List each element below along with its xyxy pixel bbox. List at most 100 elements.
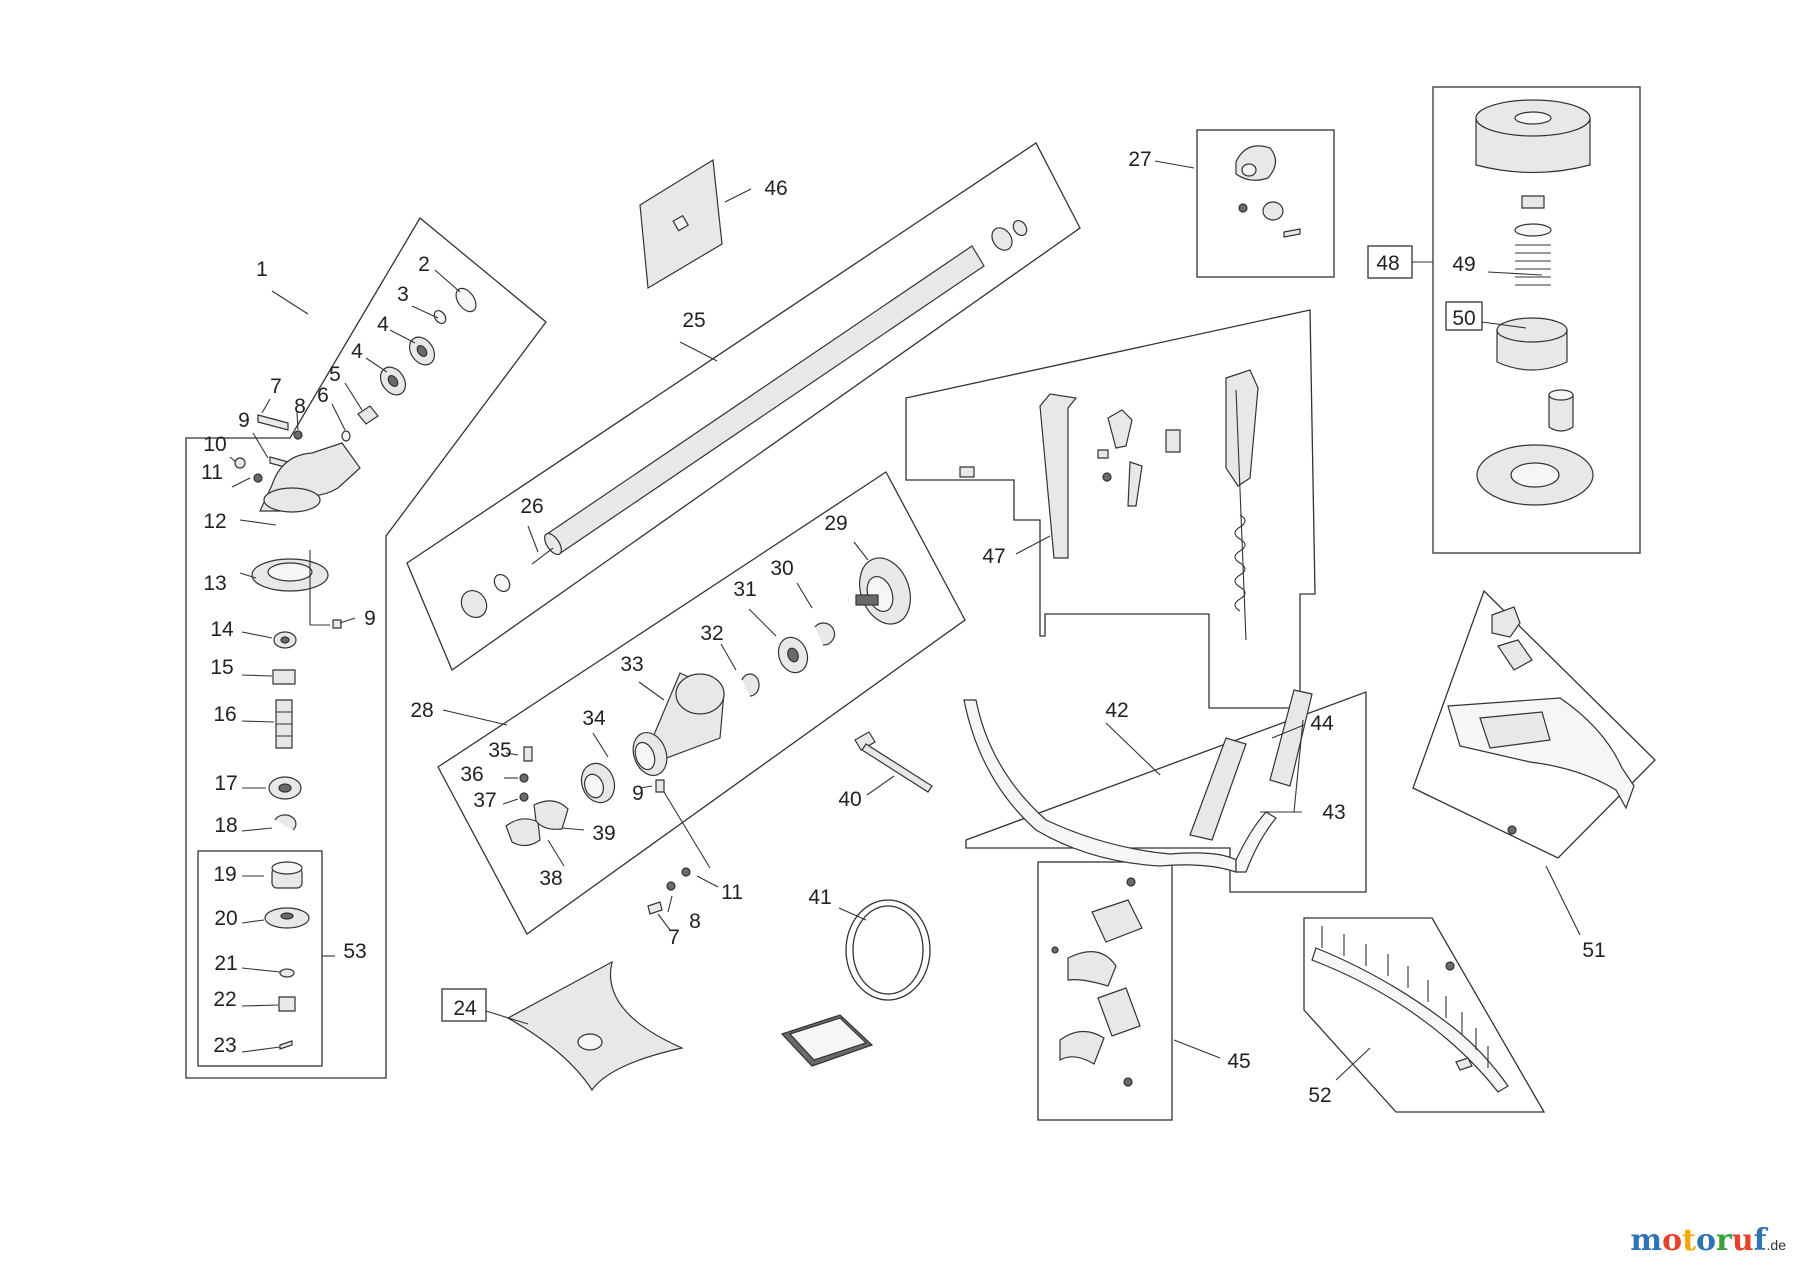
callout-number-46: 46 (764, 177, 787, 200)
group-outline-gearhead (185, 217, 547, 1079)
callout-number-14: 14 (210, 618, 234, 641)
callout-number-16: 16 (213, 703, 236, 726)
clutch-parts (505, 557, 911, 915)
callout-number-49: 49 (1452, 253, 1475, 276)
watermark-letter: o (1695, 1223, 1716, 1258)
cutting-blade (506, 960, 684, 1092)
callout-number-7: 7 (668, 926, 680, 949)
callout-number-10: 10 (203, 433, 226, 456)
callout-number-9: 9 (364, 607, 376, 630)
callout-number-24: 24 (453, 997, 477, 1020)
callout-number-29: 29 (824, 512, 847, 535)
watermark-letters: motoruf (1630, 1223, 1766, 1258)
watermark-letter: u (1731, 1223, 1754, 1258)
watermark-letter: f (1753, 1223, 1767, 1258)
callout-number-52: 52 (1308, 1084, 1331, 1107)
callout-number-33: 33 (620, 653, 643, 676)
callout-number-8: 8 (689, 910, 701, 933)
handle-clamp-parts (1051, 877, 1143, 1087)
callout-number-25: 25 (682, 309, 705, 332)
callout-number-43: 43 (1322, 801, 1345, 824)
callout-number-12: 12 (203, 510, 226, 533)
watermark-letter: o (1662, 1223, 1683, 1258)
callout-number-48: 48 (1376, 252, 1399, 275)
callout-number-45: 45 (1227, 1050, 1250, 1073)
group-outline-shaft-tube (406, 142, 1081, 671)
callout-number-31: 31 (733, 578, 756, 601)
callout-box-24 (441, 988, 487, 1022)
motoruf-watermark: motoruf.de (1630, 1223, 1786, 1258)
handlebar-parts (963, 689, 1313, 873)
leader-lines (229, 160, 1581, 1081)
callout-number-19: 19 (213, 863, 236, 886)
watermark-letter: r (1716, 1223, 1732, 1258)
group-outline-guard (1412, 589, 1656, 859)
group-outline-clutch (437, 471, 966, 935)
callout-number-11: 11 (721, 881, 743, 904)
group-outline-bracket (1196, 129, 1335, 278)
callout-number-2: 2 (418, 253, 430, 276)
callout-number-42: 42 (1105, 699, 1128, 722)
callout-number-47: 47 (982, 545, 1005, 568)
callout-number-34: 34 (582, 707, 606, 730)
callout-number-53: 53 (343, 940, 366, 963)
callout-number-28: 28 (410, 699, 433, 722)
trimmer-head-parts (1475, 99, 1594, 506)
callout-number-23: 23 (213, 1034, 236, 1057)
callout-number-22: 22 (213, 988, 236, 1011)
group-outline-throttle (905, 309, 1316, 709)
callout-number-32: 32 (700, 622, 723, 645)
callout-number-11: 11 (201, 461, 223, 484)
callout-number-35: 35 (488, 739, 511, 762)
callout-number-4: 4 (377, 313, 389, 336)
callout-number-1: 1 (256, 258, 268, 281)
group-outline-guard-extension (1303, 917, 1546, 1113)
blade-guard (1447, 606, 1635, 835)
callout-number-5: 5 (329, 363, 341, 386)
callout-number-36: 36 (460, 763, 483, 786)
callout-number-8: 8 (294, 395, 306, 418)
callout-number-7: 7 (270, 375, 282, 398)
callout-number-37: 37 (473, 789, 496, 812)
watermark-letter: m (1630, 1223, 1663, 1258)
callout-number-18: 18 (214, 814, 237, 837)
group-outline-handle-clamp (1037, 861, 1173, 1121)
callout-number-50: 50 (1452, 307, 1475, 330)
callout-number-15: 15 (210, 656, 233, 679)
watermark-letter: t (1682, 1223, 1696, 1258)
group-outline-trimmer-head (1432, 86, 1641, 554)
guard-extension (1311, 926, 1509, 1093)
callout-number-6: 6 (317, 384, 329, 407)
watermark-suffix: .de (1766, 1237, 1786, 1253)
group-outline-handlebar (965, 691, 1367, 893)
callout-number-9: 9 (238, 409, 250, 432)
callout-number-38: 38 (539, 867, 562, 890)
callout-number-51: 51 (1582, 939, 1605, 962)
harness-strap (780, 899, 931, 1067)
gearhead-parts (234, 287, 477, 1050)
drive-shaft-tube (460, 219, 1028, 619)
callout-box-50 (1445, 301, 1483, 331)
callout-number-39: 39 (592, 822, 615, 845)
callout-number-30: 30 (770, 557, 793, 580)
callout-number-26: 26 (520, 495, 543, 518)
cable-tie (854, 731, 933, 793)
callout-number-44: 44 (1310, 712, 1334, 735)
group-outline-blade-holder (197, 850, 323, 1067)
throttle-parts (959, 369, 1259, 641)
callout-number-3: 3 (397, 283, 409, 306)
callout-number-9: 9 (632, 782, 644, 805)
callout-number-40: 40 (838, 788, 861, 811)
callout-number-17: 17 (214, 772, 237, 795)
callout-number-20: 20 (214, 907, 237, 930)
callout-number-41: 41 (808, 886, 831, 909)
callout-number-4: 4 (351, 340, 363, 363)
callout-number-21: 21 (214, 952, 237, 975)
callout-number-27: 27 (1128, 148, 1151, 171)
callout-box-48 (1367, 245, 1413, 279)
throttle-bracket (1235, 145, 1301, 238)
callout-number-13: 13 (203, 572, 226, 595)
